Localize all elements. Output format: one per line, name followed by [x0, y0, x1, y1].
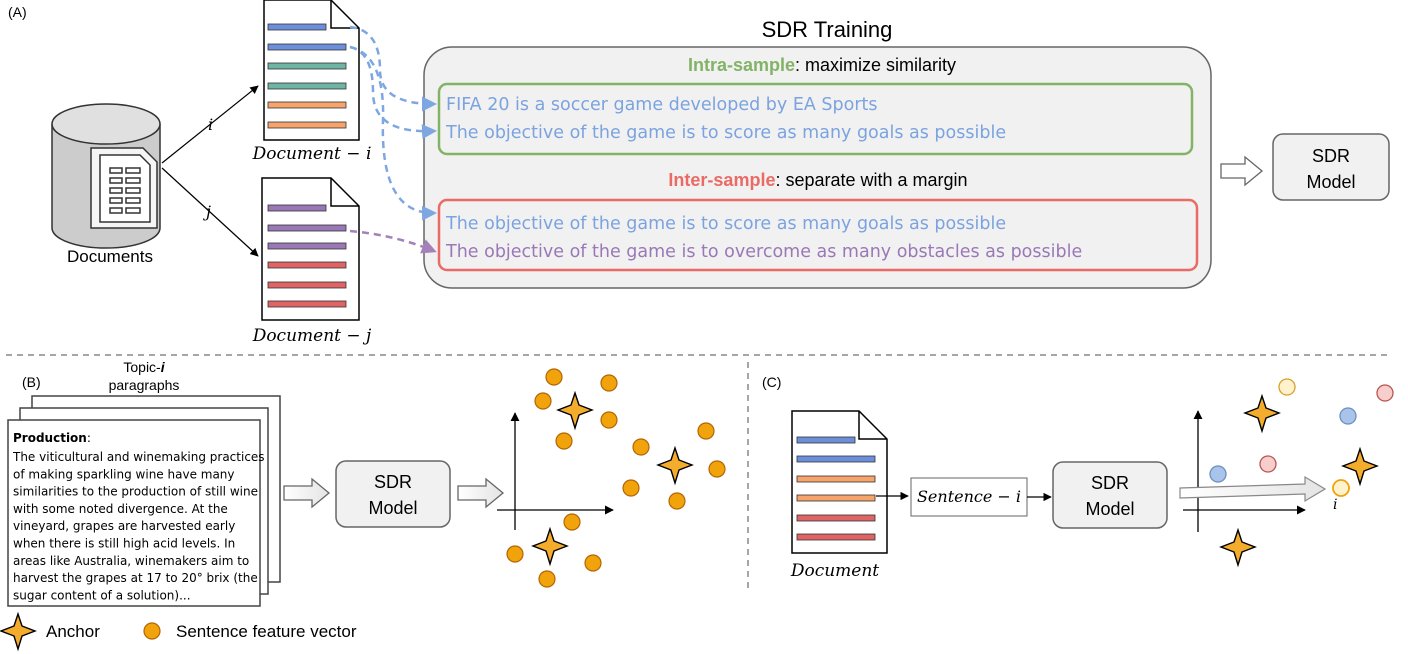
sdr-model-label-c-2: Model: [1085, 499, 1134, 519]
vector-dot: [697, 422, 715, 440]
paragraph-line: vineyard, grapes are harvested early: [13, 519, 235, 533]
anchor-star: [531, 526, 569, 567]
vector-dot: [506, 545, 524, 563]
anchor-star: [1243, 393, 1281, 434]
edge-to-doc-i: [161, 85, 259, 164]
anchor-star: [656, 445, 694, 486]
document-c-icon: [791, 410, 888, 554]
sdr-training-title: SDR Training: [762, 17, 893, 42]
document-i-label: Document − i: [252, 144, 372, 164]
legend-vector-label: Sentence feature vector: [176, 622, 357, 641]
document-j-icon: [261, 177, 360, 321]
legend-anchor-label: Anchor: [46, 622, 100, 641]
inter-sample-heading: Inter-sample: separate with a margin: [668, 170, 967, 190]
paragraph-line: areas like Australia, winemakers aim to: [13, 554, 249, 568]
sentence-box: [910, 477, 1028, 517]
database-label: Documents: [67, 247, 153, 266]
vector-dot: [632, 438, 650, 456]
paragraph-line: of making sparkling wine have many: [13, 467, 235, 481]
sdr-model-label-b-2: Model: [368, 498, 417, 518]
vector-dot: [534, 392, 552, 410]
intra-sentence-1: FIFA 20 is a soccer game developed by EA…: [446, 95, 878, 115]
legend-anchor-icon: [0, 611, 37, 652]
inter-sentence-2: The objective of the game is to overcome…: [445, 242, 1082, 262]
vector-dot: [708, 460, 726, 478]
inter-sample-box: [437, 198, 1199, 272]
vector-dot: [1259, 455, 1277, 473]
point-i-label: i: [1333, 497, 1337, 513]
legend-vector-icon: [143, 622, 161, 640]
document-c-label: Document: [790, 561, 879, 581]
anchor-star: [556, 390, 594, 431]
connector-doc-i-to-inter-1: [349, 45, 437, 221]
paragraphs-to-model-arrow: [283, 477, 331, 509]
paragraph-title: Production:: [13, 431, 91, 445]
model-to-point-arrow-c: [1179, 475, 1327, 503]
sdr-model-box-c: [1052, 461, 1168, 529]
points-c: [1209, 378, 1394, 497]
vector-dot-i: [1332, 479, 1350, 497]
edge-i-label: i: [208, 115, 213, 134]
document-i-icon: [263, 0, 360, 141]
panel-label-c: (C): [762, 374, 781, 390]
sdr-model-label-a-1: SDR: [1312, 146, 1350, 166]
anchors-c: [1219, 393, 1379, 568]
paragraph-line: harvest the grapes at 17 to 20° brix (th…: [13, 571, 258, 585]
vector-dot: [1376, 384, 1394, 402]
vector-dot: [1339, 407, 1357, 425]
stack-title-line-1: Topic-i: [123, 359, 165, 375]
intra-sentence-2: The objective of the game is to score as…: [445, 123, 1006, 143]
vector-dot: [545, 368, 563, 386]
training-to-model-arrow: [1220, 155, 1264, 187]
anchor-star: [1219, 527, 1257, 568]
vector-dot: [555, 432, 573, 450]
sdr-model-box-a: [1272, 133, 1390, 201]
vector-dot: [600, 374, 618, 392]
feature-vectors-b: [506, 368, 726, 588]
anchors-b: [531, 390, 694, 567]
vector-dot: [563, 513, 581, 531]
vector-dot: [584, 554, 602, 572]
document-j-label: Document − j: [252, 326, 372, 346]
vector-dot: [622, 479, 640, 497]
paragraph-line: The viticultural and winemaking practice…: [12, 450, 265, 464]
panel-label-b: (B): [22, 374, 41, 390]
sdr-model-label-a-2: Model: [1306, 172, 1355, 192]
sdr-model-label-c-1: SDR: [1091, 473, 1129, 493]
paragraph-line: when there is still high acid levels. In: [13, 537, 235, 551]
vector-dot: [668, 492, 686, 510]
edge-to-doc-j: [161, 167, 259, 257]
model-to-embedding-arrow-b: [457, 477, 505, 509]
edge-j-label: j: [203, 202, 211, 221]
connector-doc-i-to-intra-1: [349, 25, 437, 112]
vector-dot: [538, 570, 556, 588]
inter-sentence-1: The objective of the game is to score as…: [445, 214, 1006, 234]
connector-doc-j-to-inter-2: [349, 229, 437, 254]
sdr-model-label-b-1: SDR: [374, 472, 412, 492]
intra-sample-heading: Intra-sample: maximize similarity: [688, 55, 956, 75]
paragraph-body: The viticultural and winemaking practice…: [12, 450, 265, 602]
sentence-label: Sentence − i: [917, 487, 1021, 506]
stack-title-line-2: paragraphs: [109, 377, 180, 393]
paragraph-line: sugar content of a solution)...: [13, 588, 191, 602]
panel-label-a: (A): [8, 4, 27, 20]
vector-dot: [1278, 378, 1296, 396]
paragraph-stack: [7, 395, 281, 607]
documents-database-icon: [51, 103, 161, 249]
intra-sample-box: [437, 82, 1194, 156]
anchor-star: [1341, 446, 1379, 487]
sdr-model-box-b: [335, 460, 451, 528]
vector-dot: [600, 411, 618, 429]
connector-doc-i-to-intra-2: [349, 45, 437, 140]
paragraph-line: similarities to the production of still …: [13, 485, 258, 499]
vector-dot: [1209, 465, 1227, 483]
paragraph-line: with some noted divergence. At the: [13, 502, 228, 516]
